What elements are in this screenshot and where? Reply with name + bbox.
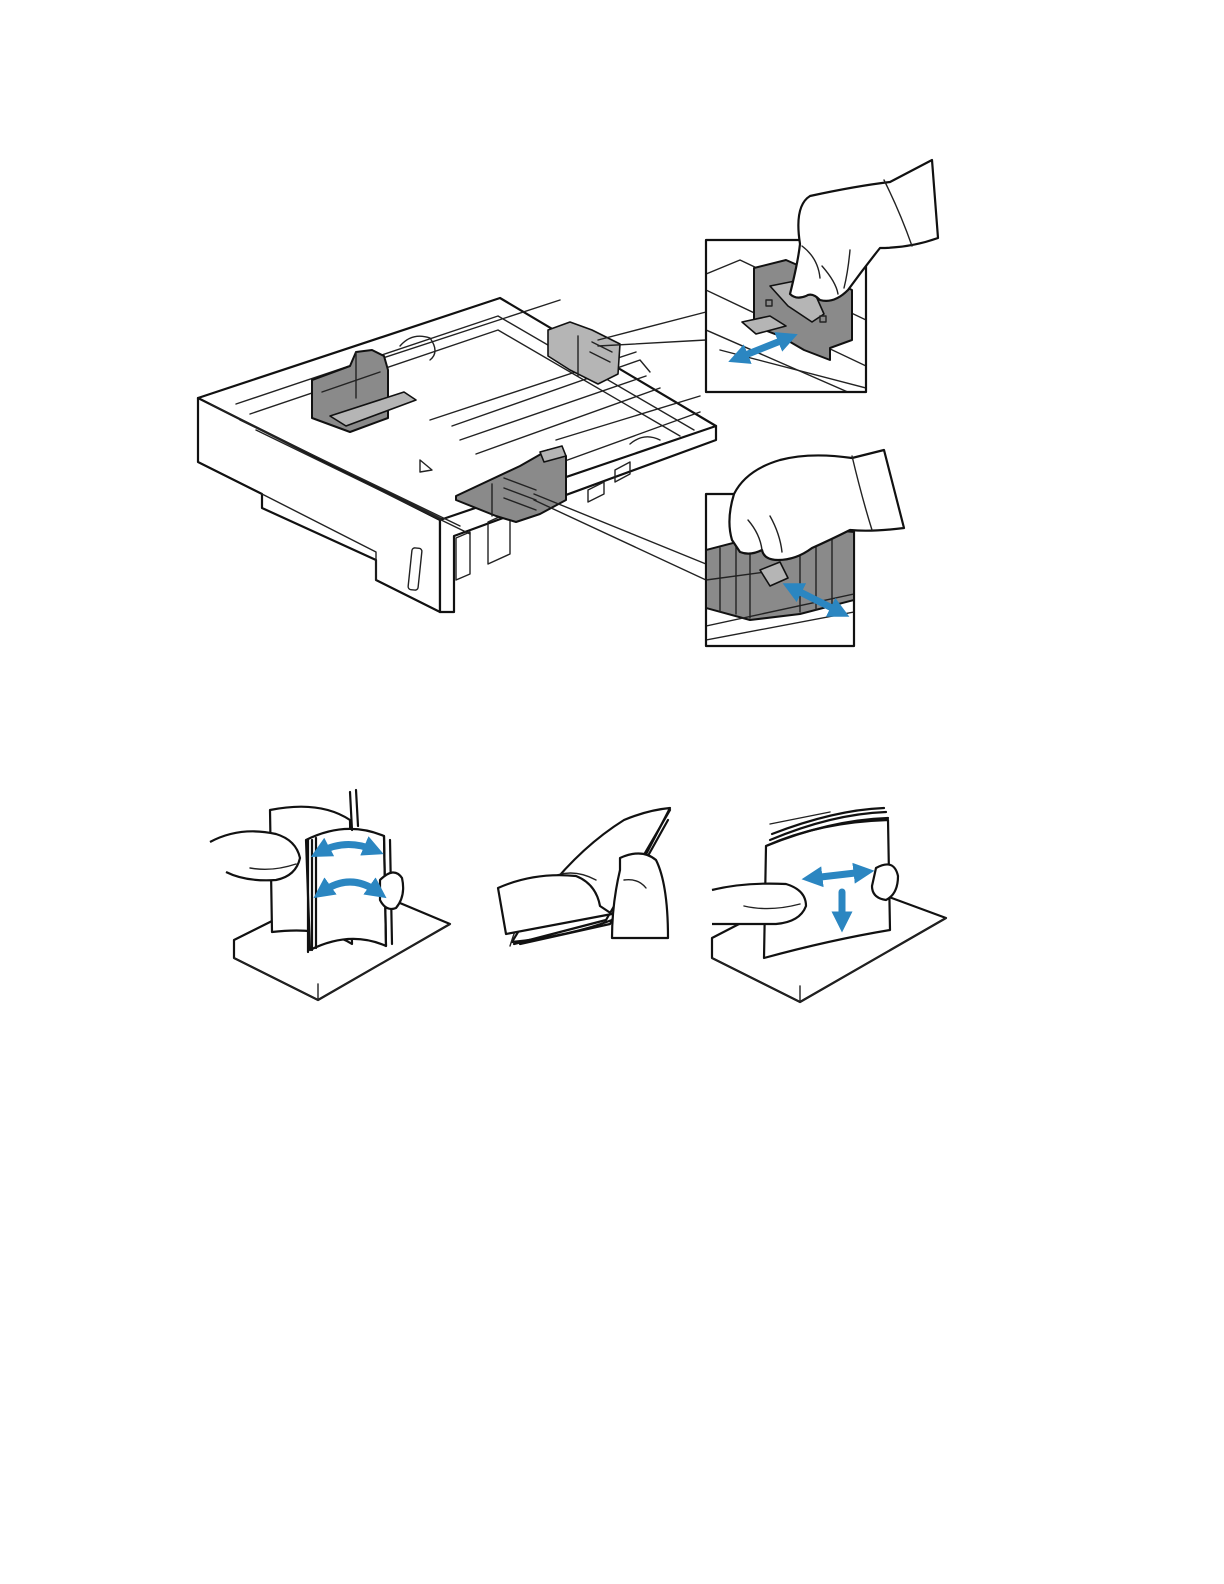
callout-side-guide — [706, 450, 904, 646]
callout-leader-rear — [598, 312, 706, 340]
callout-leader-side — [534, 494, 706, 564]
align-paper-illustration — [712, 808, 946, 1002]
fan-paper-illustration — [498, 808, 670, 946]
flex-paper-illustration — [210, 790, 450, 1000]
paper-tray — [198, 298, 716, 612]
callout-rear-guide — [706, 160, 938, 400]
